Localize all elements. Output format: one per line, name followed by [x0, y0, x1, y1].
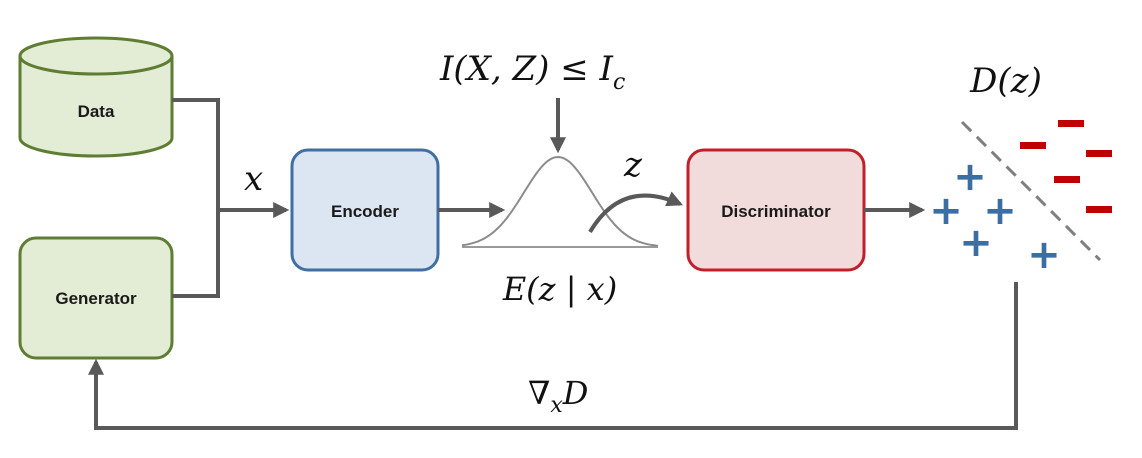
data-node: Data [18, 36, 174, 158]
minus-sign [1086, 206, 1112, 213]
plus-sign: + [953, 154, 987, 200]
gaussian-distribution [461, 155, 659, 248]
plus-signs: + + + + + [929, 154, 1061, 278]
data-label: Data [78, 102, 115, 121]
discriminator-output-label: D(z) [969, 61, 1042, 101]
distribution-label: E(z | x) [502, 270, 617, 308]
input-x-label: x [244, 159, 263, 199]
plus-sign: + [929, 188, 963, 234]
information-constraint-label: I(X, Z) ≤ Ic [439, 49, 625, 95]
decision-boundary [960, 120, 1102, 262]
gradient-feedback-arrow [88, 282, 1018, 430]
latent-arrow [588, 191, 683, 234]
discriminator-label: Discriminator [721, 202, 831, 221]
plus-sign: + [959, 220, 993, 266]
encoder-node: Encoder [290, 148, 440, 272]
minus-sign [1058, 120, 1084, 127]
latent-z-label: z [623, 145, 643, 185]
input-connector [172, 98, 290, 298]
plus-sign: + [1027, 232, 1061, 278]
encoder-label: Encoder [331, 202, 399, 221]
minus-sign [1086, 150, 1112, 157]
minus-signs [1020, 120, 1112, 213]
discriminator-node: Discriminator [686, 148, 866, 272]
gradient-label: ∇xD [528, 374, 588, 418]
generator-node: Generator [18, 236, 174, 360]
minus-sign [1054, 176, 1080, 183]
generator-label: Generator [55, 289, 137, 308]
minus-sign [1020, 142, 1046, 149]
plus-sign: + [983, 188, 1017, 234]
